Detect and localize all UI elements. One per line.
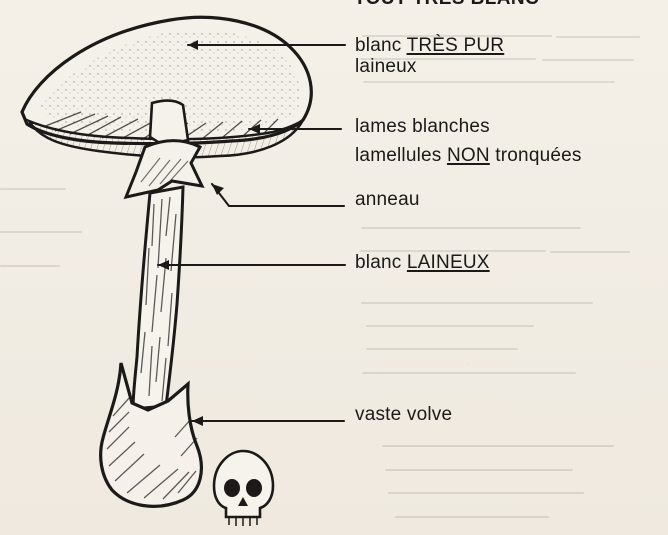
cap-label-second-line: laineux bbox=[355, 56, 417, 77]
ring-pointer-head bbox=[212, 184, 224, 195]
stem-upper bbox=[150, 101, 188, 143]
skull-teeth bbox=[229, 517, 257, 526]
stem-label-prefix: blanc bbox=[355, 252, 401, 273]
volva-label: vaste volve bbox=[355, 405, 452, 426]
cap-label: blanc TRÈS PUR laineux bbox=[355, 36, 504, 77]
stem-label-emphasis: LAINEUX bbox=[407, 252, 490, 273]
ring-label: anneau bbox=[355, 190, 420, 211]
volva-pointer-head bbox=[192, 416, 203, 426]
skull-head bbox=[214, 451, 273, 517]
skull-left-eye bbox=[224, 479, 240, 497]
skull-symbol bbox=[214, 451, 273, 526]
cap-label-emphasis: TRÈS PUR bbox=[407, 35, 505, 56]
ring-label-text: anneau bbox=[355, 189, 420, 210]
volva-label-text: vaste volve bbox=[355, 404, 452, 425]
gills-label-line1: lames blanches bbox=[355, 116, 490, 137]
skull-right-eye bbox=[246, 479, 262, 497]
gills-label: lames blanches bbox=[355, 117, 490, 138]
stem-label: blanc LAINEUX bbox=[355, 253, 490, 274]
gills-label-line2-suffix: tronquées bbox=[495, 145, 581, 166]
gills-label-second-line: lamellules NON tronquées bbox=[355, 146, 582, 167]
gills-label-line2-prefix: lamellules bbox=[355, 145, 441, 166]
gills-label-line2-emphasis: NON bbox=[447, 145, 490, 166]
cap-label-prefix: blanc bbox=[355, 35, 401, 56]
ring-pointer-line bbox=[212, 184, 344, 206]
